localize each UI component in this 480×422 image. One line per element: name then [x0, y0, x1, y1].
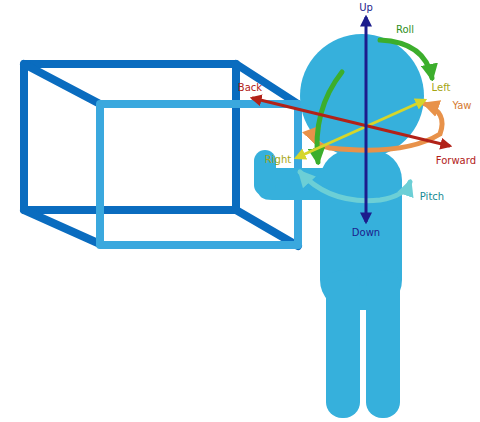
- person-figure: [254, 34, 424, 418]
- rotation-label: Yaw: [451, 100, 472, 112]
- cube-front-face: [100, 104, 298, 245]
- cube-edge: [236, 64, 298, 104]
- up-down-axis: [365, 17, 368, 222]
- axis-label: Down: [351, 227, 381, 239]
- cube-back-face: [24, 64, 236, 210]
- pitch-arc: [300, 172, 410, 201]
- rotation-label: Roll: [395, 24, 415, 36]
- axis-label: Forward: [435, 155, 477, 167]
- back-forward-axis: [252, 98, 450, 146]
- cube-edge: [24, 64, 100, 104]
- roll-arc: [380, 40, 432, 78]
- rotation-arrows: [300, 40, 442, 201]
- axes: [252, 17, 450, 222]
- cube-edge: [24, 210, 100, 244]
- cube-edge: [236, 210, 298, 246]
- rotation-label: Pitch: [419, 191, 445, 203]
- person-leg: [366, 270, 400, 418]
- axis-label: Left: [431, 82, 452, 94]
- wireframe-cube: [24, 64, 298, 246]
- axis-label: Right: [264, 154, 292, 166]
- axis-label: Up: [358, 2, 374, 14]
- left-right-axis: [296, 100, 425, 158]
- axis-label: Back: [237, 82, 263, 94]
- person-leg: [326, 270, 360, 418]
